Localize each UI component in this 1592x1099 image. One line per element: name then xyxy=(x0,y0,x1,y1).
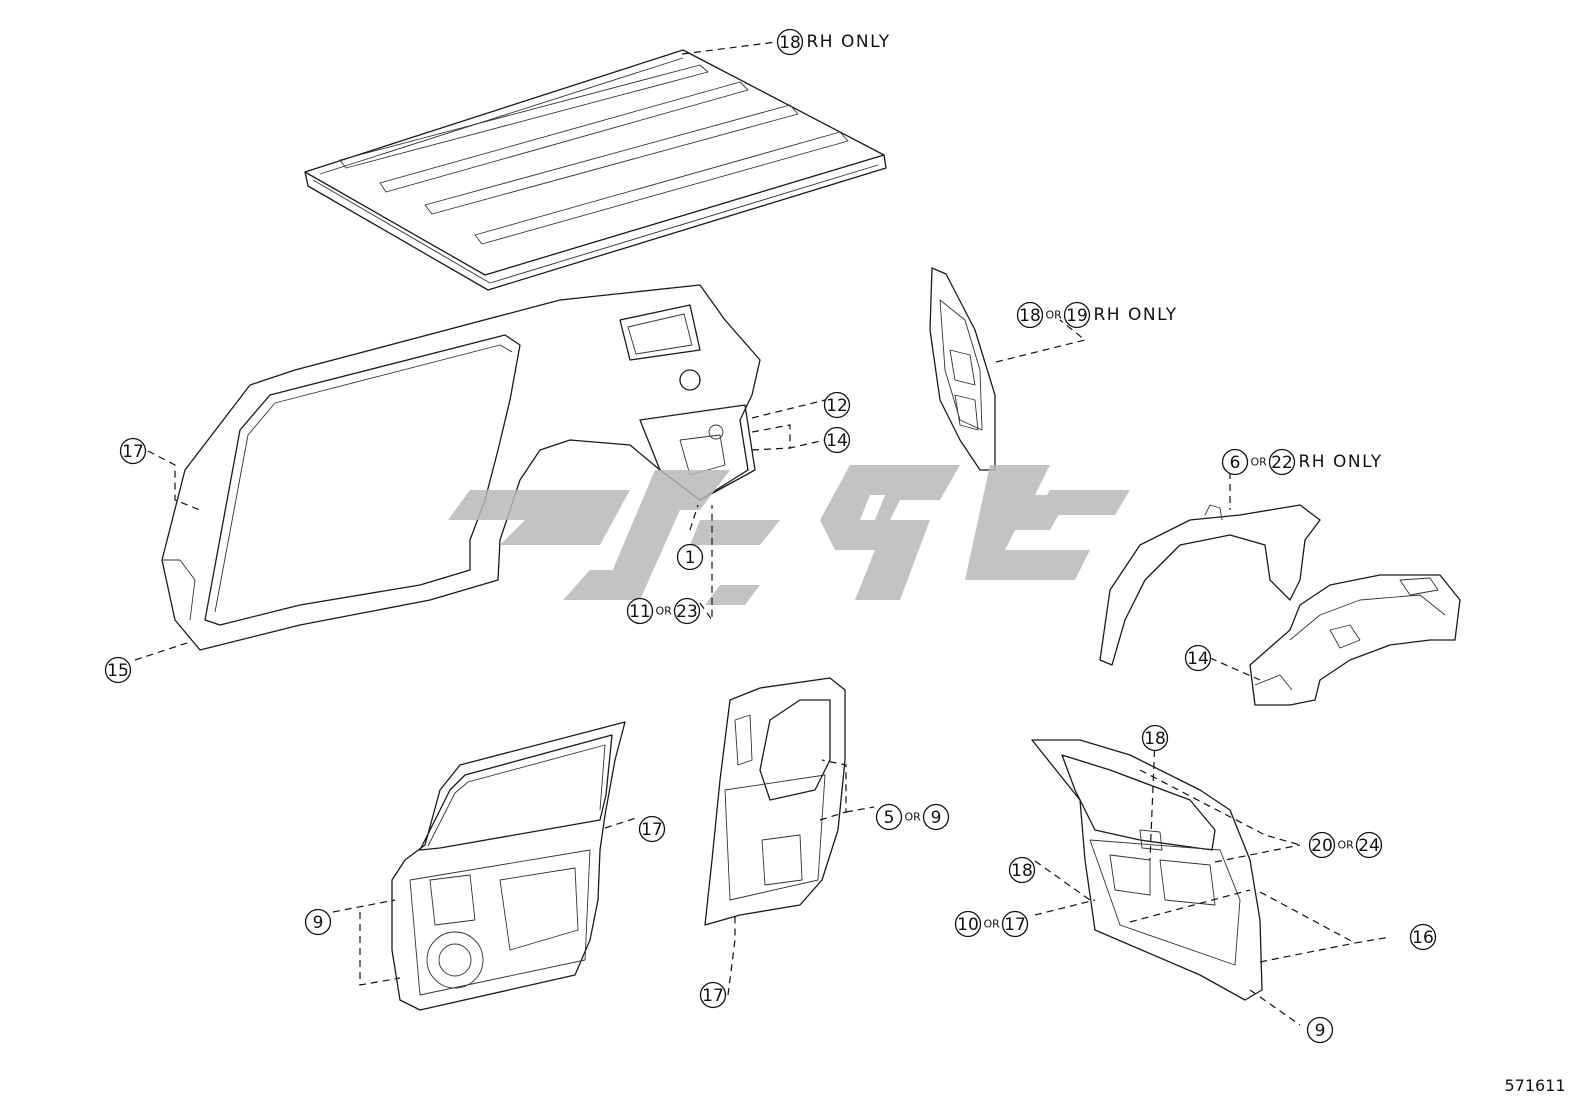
pillar-inner-panel xyxy=(929,267,996,471)
or-label: OR xyxy=(984,918,1001,931)
callout-number: 1 xyxy=(685,548,696,568)
callout-circle xyxy=(1221,448,1249,476)
rh-only-note: RH ONLY xyxy=(1094,305,1178,325)
callout-16: 16 xyxy=(1409,923,1437,951)
callout-14-upper: 14 xyxy=(823,426,851,454)
callout-circle xyxy=(776,28,804,56)
callout-circle xyxy=(922,803,950,831)
wheel-housing-outer xyxy=(1099,504,1321,666)
callout-number: 20 xyxy=(1311,836,1333,856)
callout-circle xyxy=(304,908,332,936)
callout-circle xyxy=(954,910,982,938)
callout-circle xyxy=(1308,831,1336,859)
callout-circle xyxy=(104,656,132,684)
rear-door-panel xyxy=(704,677,846,926)
callout-circle xyxy=(676,543,704,571)
callout-circle xyxy=(673,597,701,625)
callout-number: 23 xyxy=(676,602,698,622)
callout-number: 18 xyxy=(779,33,801,53)
callout-circle xyxy=(1409,923,1437,951)
callout-circle xyxy=(1268,448,1296,476)
callout-number: 19 xyxy=(1066,306,1088,326)
callout-circle xyxy=(875,803,903,831)
callout-circle xyxy=(699,981,727,1009)
callout-18-right: 18 xyxy=(1141,724,1169,752)
callout-circle xyxy=(119,437,147,465)
wheel-housing-inner xyxy=(1249,574,1461,706)
or-label: OR xyxy=(905,811,922,824)
callout-circle xyxy=(823,391,851,419)
or-label: OR xyxy=(656,605,673,618)
callout-number: 18 xyxy=(1019,306,1041,326)
callout-number: 14 xyxy=(826,431,848,451)
callout-15: 15 xyxy=(104,656,132,684)
callout-circle xyxy=(1141,724,1169,752)
document-id: 571611 xyxy=(1504,1076,1565,1095)
callout-circle xyxy=(1063,301,1091,329)
callout-circle xyxy=(823,426,851,454)
callout-number: 16 xyxy=(1412,928,1434,948)
callout-number: 17 xyxy=(1004,915,1026,935)
or-label: OR xyxy=(1251,456,1268,469)
callout-number: 9 xyxy=(313,913,324,933)
leader-lines xyxy=(134,41,1391,1026)
callout-circle xyxy=(1008,856,1036,884)
rh-only-note: RH ONLY xyxy=(1299,452,1383,472)
front-door-panel xyxy=(391,721,626,1011)
side-outer-panel xyxy=(161,284,761,651)
callout-1: 1 xyxy=(676,543,704,571)
callout-number: 18 xyxy=(1011,861,1033,881)
callout-number: 22 xyxy=(1271,453,1293,473)
callout-circle xyxy=(1001,910,1029,938)
callout-12: 12 xyxy=(823,391,851,419)
callout-circle xyxy=(1355,831,1383,859)
rh-only-note: RH ONLY xyxy=(807,32,891,52)
callout-number: 11 xyxy=(629,602,651,622)
callout-number: 17 xyxy=(702,986,724,1006)
or-label: OR xyxy=(1046,309,1063,322)
callout-number: 9 xyxy=(931,808,942,828)
callout-number: 17 xyxy=(122,442,144,462)
callout-9-right: 9 xyxy=(1306,1016,1334,1044)
callout-number: 5 xyxy=(884,808,895,828)
callout-number: 6 xyxy=(1230,453,1241,473)
callout-number: 14 xyxy=(1187,649,1209,669)
callout-17-left: 17 xyxy=(119,437,147,465)
callout-18-top: 18 RH ONLY xyxy=(776,28,891,56)
watermark-logo xyxy=(448,465,1130,605)
callout-17-door: 17 xyxy=(638,815,666,843)
callout-number: 9 xyxy=(1315,1021,1326,1041)
back-door-panel xyxy=(1031,739,1263,1001)
callout-circle xyxy=(638,815,666,843)
callout-number: 18 xyxy=(1144,729,1166,749)
callout-number: 10 xyxy=(957,915,979,935)
callout-5-9: 5 OR 9 xyxy=(875,803,950,831)
or-label: OR xyxy=(1338,839,1355,852)
callout-circle xyxy=(1306,1016,1334,1044)
callout-17-bottom: 17 xyxy=(699,981,727,1009)
callout-number: 12 xyxy=(826,396,848,416)
callout-14-lower: 14 xyxy=(1184,644,1212,672)
roof-panel xyxy=(304,49,887,291)
callout-9-left: 9 xyxy=(304,908,332,936)
callout-circle xyxy=(1016,301,1044,329)
callout-circle xyxy=(626,597,654,625)
callout-18-small: 18 xyxy=(1008,856,1036,884)
callout-circle xyxy=(1184,644,1212,672)
callout-number: 15 xyxy=(107,661,129,681)
callout-number: 24 xyxy=(1358,836,1380,856)
callout-number: 17 xyxy=(641,820,663,840)
